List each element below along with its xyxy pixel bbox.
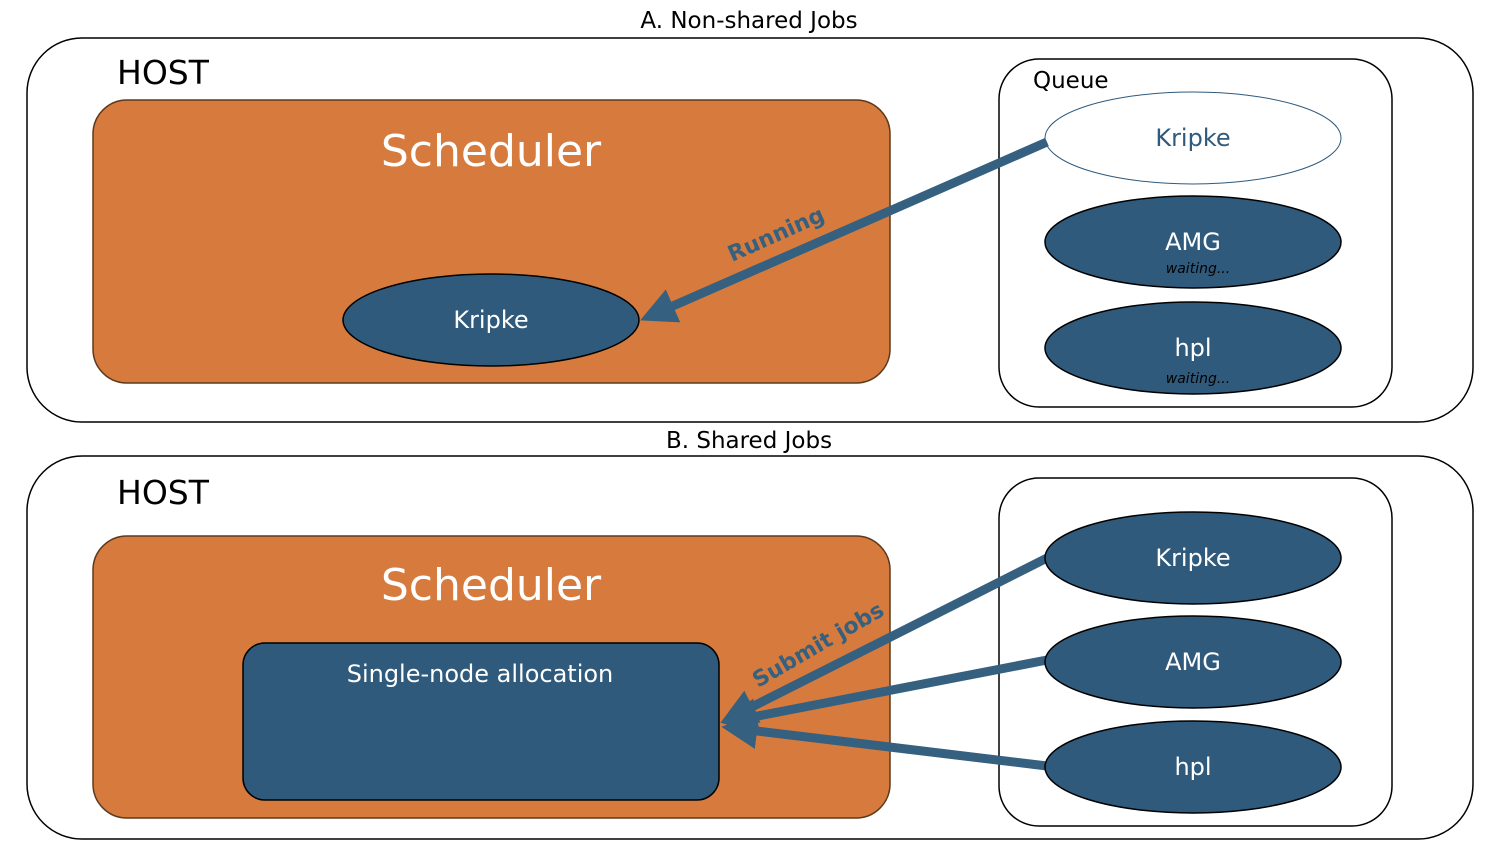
submit-arrow-kripke (720, 553, 1050, 723)
scheduler-label-a: Scheduler (381, 126, 602, 177)
section-b: B. Shared Jobs HOST Scheduler Single-nod… (26, 428, 1474, 840)
queue-job-label: hpl (1174, 334, 1211, 362)
queue-job-label: AMG (1165, 228, 1221, 256)
running-arrow (640, 137, 1049, 323)
shared-job-amg (1044, 615, 1342, 709)
shared-job-kripke (1044, 511, 1342, 605)
section-a-title: A. Non-shared Jobs (640, 8, 857, 34)
allocation-label: Single-node allocation (347, 660, 614, 688)
queue-job-hpl-a (1044, 301, 1342, 395)
queue-job-status: waiting... (1166, 371, 1230, 387)
shared-job-label: AMG (1165, 648, 1221, 676)
shared-job-label: hpl (1174, 753, 1211, 781)
scheduler-box-a (92, 99, 891, 384)
queue-job-label: Kripke (1155, 124, 1230, 152)
scheduler-label-b: Scheduler (381, 560, 602, 611)
section-a: A. Non-shared Jobs HOST Scheduler Kripke… (26, 8, 1474, 423)
shared-job-label: Kripke (1155, 544, 1230, 572)
running-job-label: Kripke (453, 306, 528, 334)
shared-job-hpl (1044, 720, 1342, 814)
running-job-kripke (342, 273, 640, 367)
host-label-a: HOST (117, 53, 210, 92)
queue-job-amg-a (1044, 195, 1342, 289)
host-label-b: HOST (117, 473, 210, 512)
submit-arrow-hpl (721, 713, 1048, 771)
section-b-title: B. Shared Jobs (666, 428, 832, 454)
queue-label-a: Queue (1033, 68, 1109, 94)
single-node-allocation (242, 642, 720, 801)
submit-arrow-amg (721, 655, 1048, 734)
queue-job-status: waiting... (1166, 261, 1230, 277)
